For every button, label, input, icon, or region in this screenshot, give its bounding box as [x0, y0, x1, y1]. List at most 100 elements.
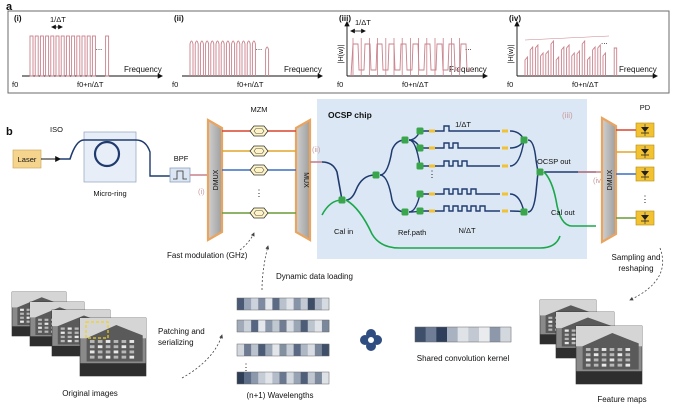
strip-cell [244, 298, 252, 310]
strip-cell [286, 372, 294, 384]
photo-window [129, 350, 135, 354]
photo-ground [576, 371, 642, 384]
tick-start-label: f0 [172, 80, 178, 89]
comb-dots: ... [256, 43, 263, 52]
photo-window [38, 326, 42, 329]
photo-window [625, 363, 631, 367]
modulator-inner [253, 128, 265, 134]
photo-window [26, 308, 31, 311]
photo-window [609, 358, 615, 362]
strip-cell [279, 320, 287, 332]
original-images [11, 291, 147, 377]
comb-line [76, 35, 81, 77]
strip-cell [244, 372, 252, 384]
strip-cell [300, 320, 309, 332]
kernel-cell [425, 327, 437, 342]
photo-window [617, 353, 623, 357]
stage-i-label: (i) [198, 187, 205, 196]
original-images-label: Original images [62, 389, 118, 398]
comb-line [55, 35, 60, 77]
x-axis-label: Frequency [284, 65, 322, 74]
photo-window [593, 358, 599, 362]
strip-cell [237, 298, 245, 310]
strip-cell [321, 344, 330, 356]
output-coupler [536, 168, 544, 176]
photo-window [617, 348, 623, 351]
photo-window [593, 363, 599, 367]
pd-row-4 [616, 210, 655, 226]
modulated-comb-line [236, 40, 241, 76]
ocsp-chip [317, 99, 587, 259]
photo-window [38, 330, 42, 333]
dynamic-loading-arrow [261, 245, 270, 291]
y-axis-label: |H(w)| [508, 45, 515, 64]
modulated-comb-line [246, 40, 251, 76]
photo-window [97, 355, 103, 359]
tree-lower [379, 174, 406, 213]
strip-cell [279, 372, 287, 384]
ref-path-label: Ref.path [398, 228, 426, 237]
photo-window [585, 358, 591, 362]
input-waveguide [321, 161, 343, 201]
strip-cell [279, 298, 287, 310]
photo-window [564, 341, 569, 345]
photo-window [97, 345, 103, 349]
photo-window [60, 339, 65, 343]
strip-cell [307, 320, 316, 332]
strip-cell [286, 320, 294, 332]
original-image-4 [79, 317, 147, 377]
output-comb-line [597, 43, 601, 76]
output-comb-line [534, 43, 539, 76]
patching-label: Patching and [158, 327, 205, 336]
mzm-row-1 [222, 125, 296, 137]
combine-coupler-upper [520, 136, 528, 144]
modulated-comb-line [241, 40, 246, 76]
output-comb-line [555, 55, 560, 76]
photo-window [20, 316, 24, 319]
photo-window [113, 345, 119, 349]
tree-coupler-lower [401, 208, 409, 216]
output-comb-line [586, 55, 591, 76]
photo-window [609, 353, 615, 357]
strip-cell [300, 372, 309, 384]
strip-cell [314, 344, 323, 356]
strip-cell [237, 372, 245, 384]
photo-window [585, 363, 591, 367]
photo-window [548, 320, 553, 323]
cal-out-waveguide [543, 171, 596, 227]
strip-cell [314, 320, 323, 332]
comb-line [29, 35, 34, 77]
photo-window [26, 316, 31, 319]
modulated-comb-line [194, 40, 199, 76]
photo-window [105, 350, 111, 354]
phase-shifter [429, 164, 435, 168]
photo-window [113, 355, 119, 359]
output-comb-line [613, 47, 618, 76]
phase-shifter [429, 146, 435, 150]
photo-window [74, 335, 79, 339]
comb-line [86, 35, 91, 77]
strip-cell [244, 320, 252, 332]
modulator-hexagon [249, 164, 269, 176]
pd-label: PD [640, 103, 651, 112]
photo-window [548, 324, 553, 327]
photo-window [617, 363, 623, 367]
modulated-comb-line [199, 40, 204, 76]
kernel-cell [457, 327, 469, 342]
panel-a-frame [7, 10, 670, 94]
photo-window [60, 335, 65, 339]
strip-cell [251, 344, 259, 356]
photo-window [571, 333, 576, 336]
shared-kernel-strip [414, 326, 512, 343]
photo-window [89, 355, 95, 359]
photo-window [548, 328, 553, 331]
pd-row-3 [616, 166, 655, 182]
mux-block [294, 118, 312, 242]
photo-window [60, 327, 65, 330]
tick-end-label: f0+n/ΔT [402, 80, 429, 89]
x-axis-label: Frequency [449, 65, 487, 74]
feature-map-3 [575, 325, 643, 385]
